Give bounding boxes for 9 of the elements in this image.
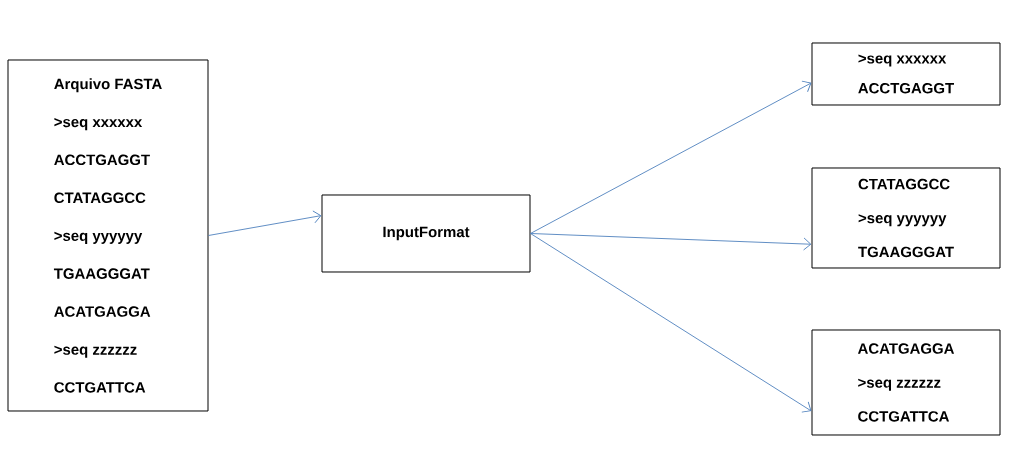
text-box: CTATAGGCC >seq yyyyyy TGAAGGGAT (811, 167, 1001, 269)
text-box: InputFormat (321, 194, 531, 273)
arrow (530, 233, 812, 413)
text-box: >seq xxxxxx ACCTGAGGT (811, 42, 1001, 106)
arrow (530, 233, 812, 251)
text-box: Arquivo FASTA >seq xxxxxx ACCTGAGGT CTATAGGCC >seq yyyyyy TGAAGGGAT ACATGAGGA >seq zzzzzz CCTGATTCA (7, 59, 209, 412)
text-box: ACATGAGGA >seq zzzzzz CCTGATTCA (811, 329, 1001, 436)
arrow (530, 80, 812, 234)
arrow (208, 210, 322, 236)
